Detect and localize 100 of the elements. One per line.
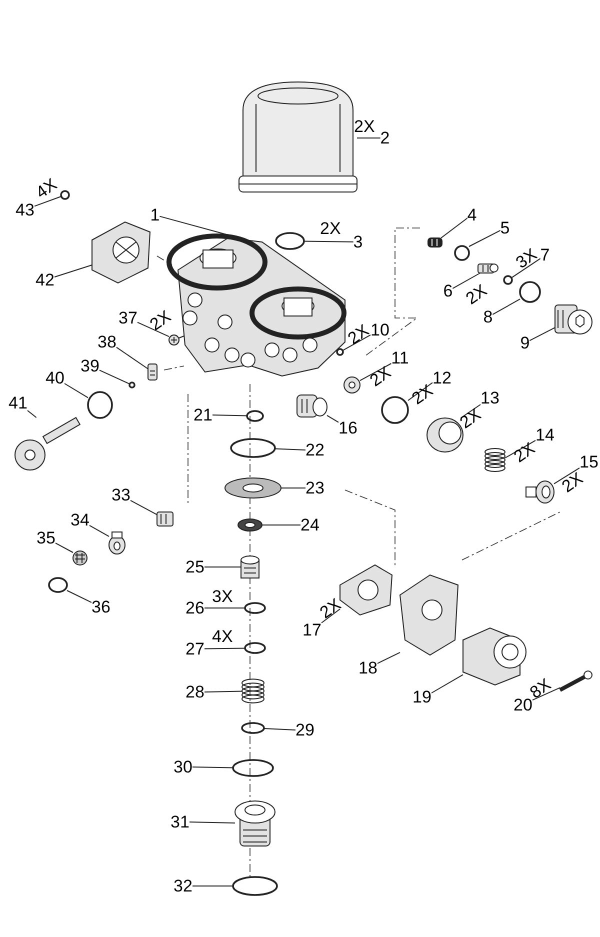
callout-number: 28 — [186, 684, 204, 700]
callout-number: 5 — [500, 220, 510, 236]
callout-number: 33 — [112, 486, 130, 504]
callout-number: 31 — [170, 814, 190, 830]
leader-line — [408, 382, 433, 401]
o-ring-drawing — [275, 232, 305, 250]
leader-line — [492, 298, 520, 315]
o-ring-drawing — [230, 438, 276, 458]
callout-number: 25 — [186, 558, 204, 576]
o-ring-drawing — [381, 396, 409, 424]
leader-line — [116, 346, 148, 370]
callout-number: 17 — [302, 622, 322, 638]
fitting-drawing — [478, 264, 498, 274]
quantity-label: 2X — [463, 282, 490, 308]
leader-line — [34, 196, 62, 207]
callout-number: 14 — [536, 426, 554, 444]
quantity-label: 2X — [511, 440, 538, 466]
pin-drawing — [428, 238, 442, 248]
leader-line — [342, 334, 371, 351]
o-ring-drawing — [246, 410, 264, 422]
o-ring-drawing — [503, 275, 513, 285]
leader-line — [529, 327, 556, 342]
quantity-label: 3X — [212, 588, 233, 605]
quantity-label: 2X — [354, 118, 375, 135]
callout-number: 10 — [370, 322, 390, 338]
callout-number: 2 — [380, 130, 390, 146]
callout-number: 26 — [186, 600, 204, 616]
callout-number: 21 — [194, 406, 212, 424]
o-ring-drawing — [244, 642, 266, 654]
quantity-label: 4X — [33, 176, 60, 202]
quantity-label: 2X — [320, 220, 341, 237]
leader-line — [212, 414, 248, 416]
leader-line — [468, 230, 501, 247]
callout-number: 18 — [358, 660, 378, 676]
snap-ring-drawing — [48, 577, 68, 593]
leader-line — [99, 370, 130, 384]
callout-number: 37 — [118, 310, 138, 326]
leader-line — [264, 728, 296, 730]
callout-number: 24 — [300, 516, 320, 534]
cover-drawing — [234, 800, 276, 846]
leader-line — [89, 524, 110, 537]
leader-line — [504, 440, 536, 458]
o-ring-drawing — [519, 281, 541, 303]
leader-line — [189, 822, 236, 824]
leader-line — [304, 240, 354, 242]
leader-line — [532, 687, 560, 701]
leader-line — [512, 258, 541, 278]
plug-drawing — [344, 376, 360, 394]
leader-line — [55, 542, 74, 553]
quantity-label: 3X — [513, 246, 540, 272]
piston-drawing — [240, 556, 260, 578]
leader-line — [274, 448, 306, 450]
leader-line — [440, 218, 468, 238]
callout-number: 7 — [540, 246, 550, 264]
leader-line — [204, 566, 242, 568]
leader-line — [192, 766, 234, 768]
callout-number: 20 — [514, 696, 532, 714]
valve-drawing — [296, 394, 328, 418]
cover-drawing — [92, 221, 151, 284]
quantity-label: 2X — [457, 406, 484, 432]
screw-drawing — [128, 382, 136, 388]
o-ring-drawing — [87, 391, 113, 419]
heater-drawing — [14, 416, 81, 470]
callout-number: 29 — [296, 722, 314, 738]
gasket-drawing — [340, 564, 393, 616]
leader-line — [137, 322, 170, 338]
housing-drawing — [399, 574, 459, 656]
callout-number: 40 — [46, 370, 64, 386]
callout-number: 34 — [70, 512, 90, 528]
o-ring-drawing — [241, 722, 265, 734]
leader-line — [66, 590, 92, 603]
leader-line — [204, 648, 246, 650]
snap-ring-drawing — [232, 876, 278, 896]
callout-number: 38 — [98, 334, 116, 350]
o-ring-drawing — [336, 348, 344, 356]
callout-number: 11 — [391, 350, 409, 366]
screw-drawing — [559, 670, 592, 692]
leader-line — [360, 363, 392, 382]
leader-line — [554, 467, 580, 484]
callout-number: 19 — [412, 688, 432, 706]
spring-drawing — [484, 448, 506, 472]
leader-line — [321, 608, 340, 624]
quantity-label: 2X — [559, 470, 586, 496]
callout-number: 9 — [520, 334, 530, 352]
fitting-drawing — [156, 512, 174, 526]
leader-line — [262, 524, 301, 526]
callout-number: 42 — [36, 272, 54, 288]
leader-line — [326, 414, 339, 423]
solenoid-drawing — [462, 627, 526, 686]
callout-number: 3 — [353, 234, 363, 250]
callout-number: 6 — [443, 282, 453, 300]
callout-number: 27 — [186, 640, 204, 658]
quantity-label: 2X — [345, 322, 372, 348]
plug-drawing — [526, 480, 554, 504]
quantity-label: 2X — [147, 308, 174, 334]
callout-number: 16 — [338, 420, 358, 436]
screw-drawing — [168, 334, 184, 346]
callout-number: 35 — [36, 530, 56, 546]
quantity-label: 2X — [367, 364, 394, 390]
o-ring-drawing — [244, 602, 266, 614]
